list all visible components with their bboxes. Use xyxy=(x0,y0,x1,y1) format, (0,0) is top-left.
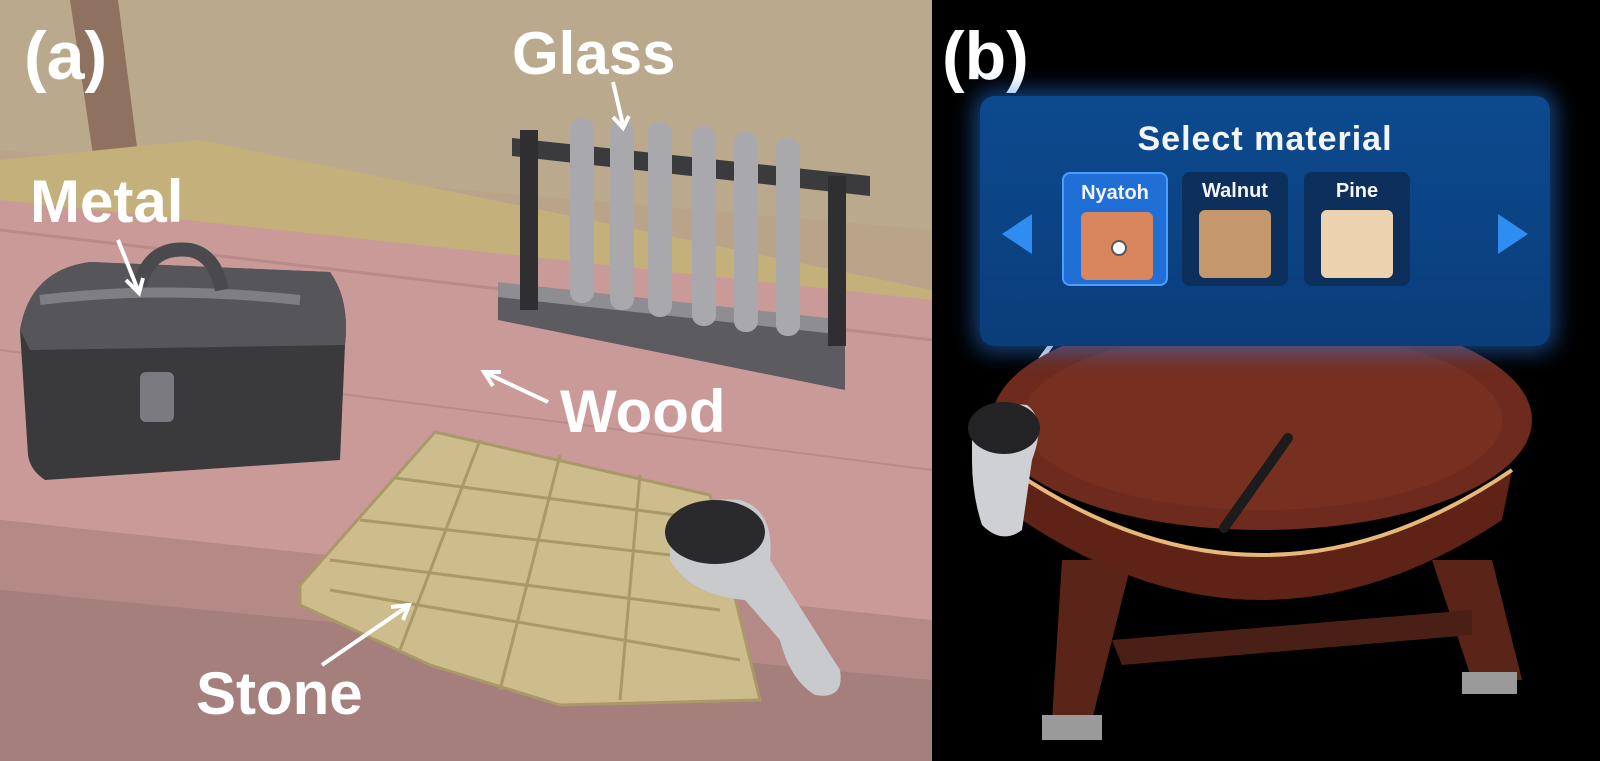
stone-label: Stone xyxy=(196,660,363,727)
vr-controller-b xyxy=(968,402,1040,537)
metal-box xyxy=(20,242,346,480)
pine-swatch xyxy=(1321,210,1393,278)
nyatoh-swatch xyxy=(1081,212,1153,280)
walnut-swatch xyxy=(1199,210,1271,278)
option-pine[interactable]: Pine xyxy=(1304,172,1410,286)
glass-label: Glass xyxy=(512,20,676,87)
scene-b-illustration xyxy=(968,270,1532,740)
panel-b-scene: (b) Select material Nyatoh Walnut Pine xyxy=(932,0,1600,761)
option-walnut[interactable]: Walnut xyxy=(1182,172,1288,286)
panel-a-label: (a) xyxy=(24,18,108,94)
menu-title: Select material xyxy=(1137,120,1393,158)
option-nyatoh[interactable]: Nyatoh xyxy=(1062,172,1168,286)
left-arrow-icon[interactable] xyxy=(1002,214,1032,254)
option-label: Pine xyxy=(1335,180,1379,202)
option-label: Walnut xyxy=(1202,180,1268,202)
scene-a-illustration xyxy=(0,0,932,761)
panel-a-scene: (a) Glass Metal Wood Stone xyxy=(0,0,932,761)
wood-label: Wood xyxy=(560,378,726,445)
round-table xyxy=(992,310,1532,740)
panel-b-label: (b) xyxy=(942,18,1029,94)
glass-tube-rack xyxy=(498,118,870,390)
option-label: Nyatoh xyxy=(1081,182,1149,204)
metal-label: Metal xyxy=(30,168,184,235)
vr-controller-a xyxy=(665,499,841,696)
right-arrow-icon[interactable] xyxy=(1498,214,1528,254)
pointer-cursor-icon xyxy=(1111,240,1127,256)
select-material-menu: Select material Nyatoh Walnut Pine xyxy=(980,96,1550,346)
callout-arrows-a xyxy=(116,81,631,667)
